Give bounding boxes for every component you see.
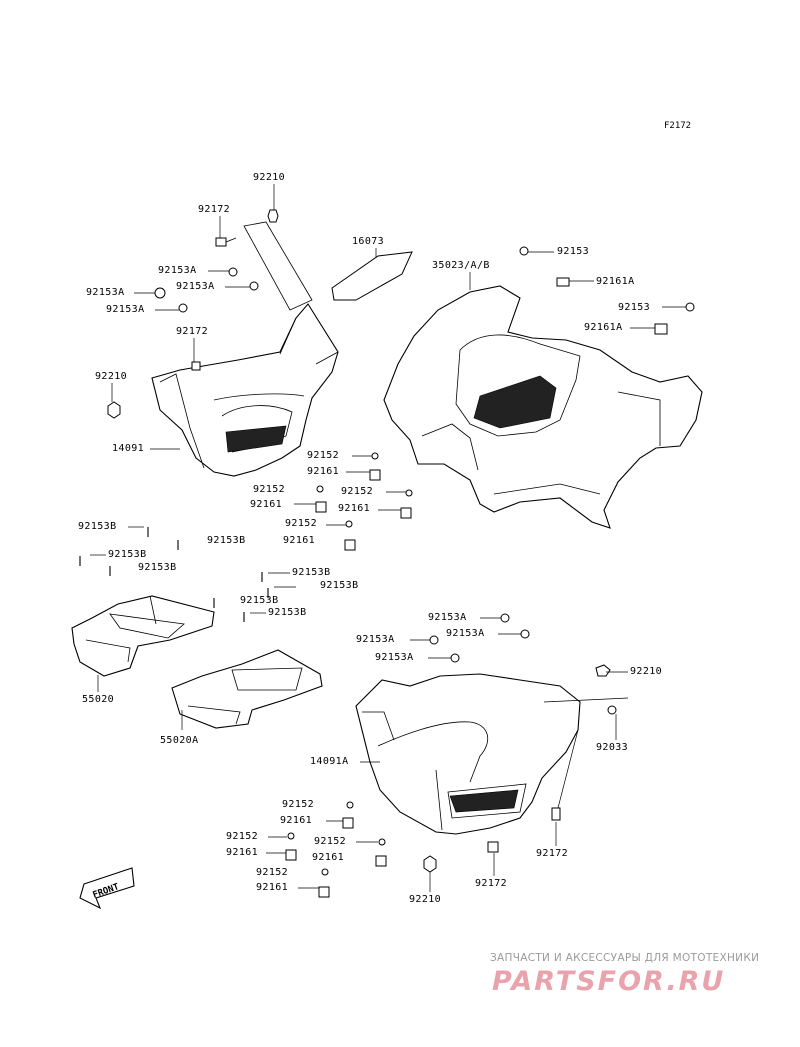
- label-92153b: 92153B: [138, 562, 177, 573]
- label-92152: 92152: [341, 486, 374, 497]
- front-arrow-text: FRONT: [92, 882, 121, 901]
- label-92161: 92161: [312, 852, 345, 863]
- part-14091-side-cover: [151, 303, 339, 477]
- label-55020a: 55020A: [160, 735, 199, 746]
- label-92172: 92172: [536, 848, 569, 859]
- part-55020a-footrest: [171, 649, 323, 729]
- label-92153b: 92153B: [268, 607, 307, 618]
- label-16073: 16073: [352, 236, 385, 247]
- fasteners: [79, 209, 695, 898]
- label-92152: 92152: [285, 518, 318, 529]
- label-92172: 92172: [176, 326, 209, 337]
- part-14091a-side-cover: [355, 673, 581, 835]
- label-92161a: 92161A: [596, 276, 635, 287]
- label-92210: 92210: [409, 894, 442, 905]
- label-92210: 92210: [253, 172, 286, 183]
- label-92161: 92161: [226, 847, 259, 858]
- label-92153: 92153: [618, 302, 651, 313]
- label-92153b: 92153B: [320, 580, 359, 591]
- label-92161: 92161: [307, 466, 340, 477]
- label-92152: 92152: [282, 799, 315, 810]
- label-92152: 92152: [314, 836, 347, 847]
- label-92152: 92152: [256, 867, 289, 878]
- label-92210: 92210: [95, 371, 128, 382]
- label-92153b: 92153B: [240, 595, 279, 606]
- label-35023: 35023/A/B: [432, 260, 490, 271]
- label-92153a: 92153A: [446, 628, 485, 639]
- label-92153a: 92153A: [375, 652, 414, 663]
- part-35023-rear-fender: [383, 285, 703, 529]
- label-14091: 14091: [112, 443, 145, 454]
- figure-code: F2172: [664, 121, 692, 131]
- label-92153a: 92153A: [86, 287, 125, 298]
- part-55020-footrest: [71, 595, 215, 677]
- label-92153b: 92153B: [292, 567, 331, 578]
- label-92161: 92161: [250, 499, 283, 510]
- label-92153b: 92153B: [207, 535, 246, 546]
- part-16073-pad: [331, 251, 413, 301]
- label-92161: 92161: [338, 503, 371, 514]
- label-92210: 92210: [630, 666, 663, 677]
- label-92153a: 92153A: [106, 304, 145, 315]
- label-92172: 92172: [198, 204, 231, 215]
- label-92153b: 92153B: [108, 549, 147, 560]
- label-92153a: 92153A: [356, 634, 395, 645]
- label-92161a: 92161A: [584, 322, 623, 333]
- label-92161: 92161: [283, 535, 316, 546]
- label-92152: 92152: [253, 484, 286, 495]
- rod-guide: [243, 221, 313, 311]
- label-92153a: 92153A: [158, 265, 197, 276]
- label-14091a: 14091A: [310, 756, 349, 767]
- label-55020: 55020: [82, 694, 115, 705]
- front-arrow: FRONT: [79, 867, 135, 910]
- label-92033: 92033: [596, 742, 629, 753]
- label-92153a: 92153A: [428, 612, 467, 623]
- label-92153b: 92153B: [78, 521, 117, 532]
- watermark-tagline: ЗАПЧАСТИ И АКСЕССУАРЫ ДЛЯ МОТОТЕХНИКИ: [490, 952, 760, 964]
- label-92152: 92152: [226, 831, 259, 842]
- leader-lines: [90, 184, 686, 892]
- label-92152: 92152: [307, 450, 340, 461]
- watermark-logo: PARTSFOR.RU: [492, 966, 726, 997]
- label-92161: 92161: [280, 815, 313, 826]
- label-92153a: 92153A: [176, 281, 215, 292]
- label-92172: 92172: [475, 878, 508, 889]
- label-92153: 92153: [557, 246, 590, 257]
- label-92161: 92161: [256, 882, 289, 893]
